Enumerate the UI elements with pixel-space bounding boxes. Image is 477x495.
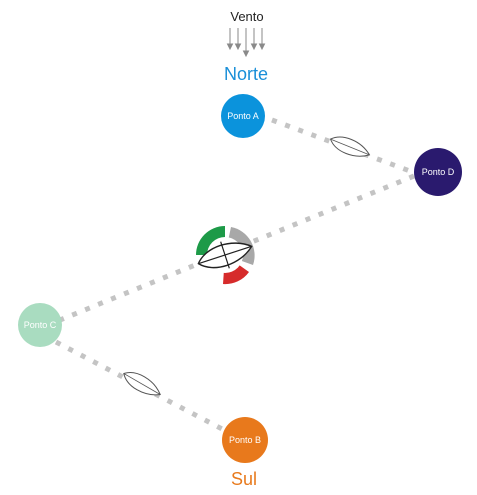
north-label: Norte [223, 64, 268, 84]
boat-icon [329, 136, 371, 157]
point-b-label: Ponto B [228, 435, 262, 445]
sail-trim-indicator-icon [196, 226, 255, 285]
point-b-marker[interactable]: Ponto B [222, 417, 268, 463]
wind-arrows-icon [226, 28, 266, 58]
point-d-label: Ponto D [421, 167, 455, 177]
point-d-marker[interactable]: Ponto D [414, 148, 462, 196]
point-c-marker[interactable]: Ponto C [18, 303, 62, 347]
south-label: Sul [230, 469, 257, 489]
course-leg-a-d [271, 117, 419, 177]
boat-icon [123, 372, 161, 396]
point-a-marker[interactable]: Ponto A [221, 94, 265, 138]
wind-label: Vento [230, 9, 264, 24]
point-a-label: Ponto A [227, 111, 259, 121]
course-leg-c-b [54, 339, 226, 433]
point-c-label: Ponto C [23, 320, 57, 330]
